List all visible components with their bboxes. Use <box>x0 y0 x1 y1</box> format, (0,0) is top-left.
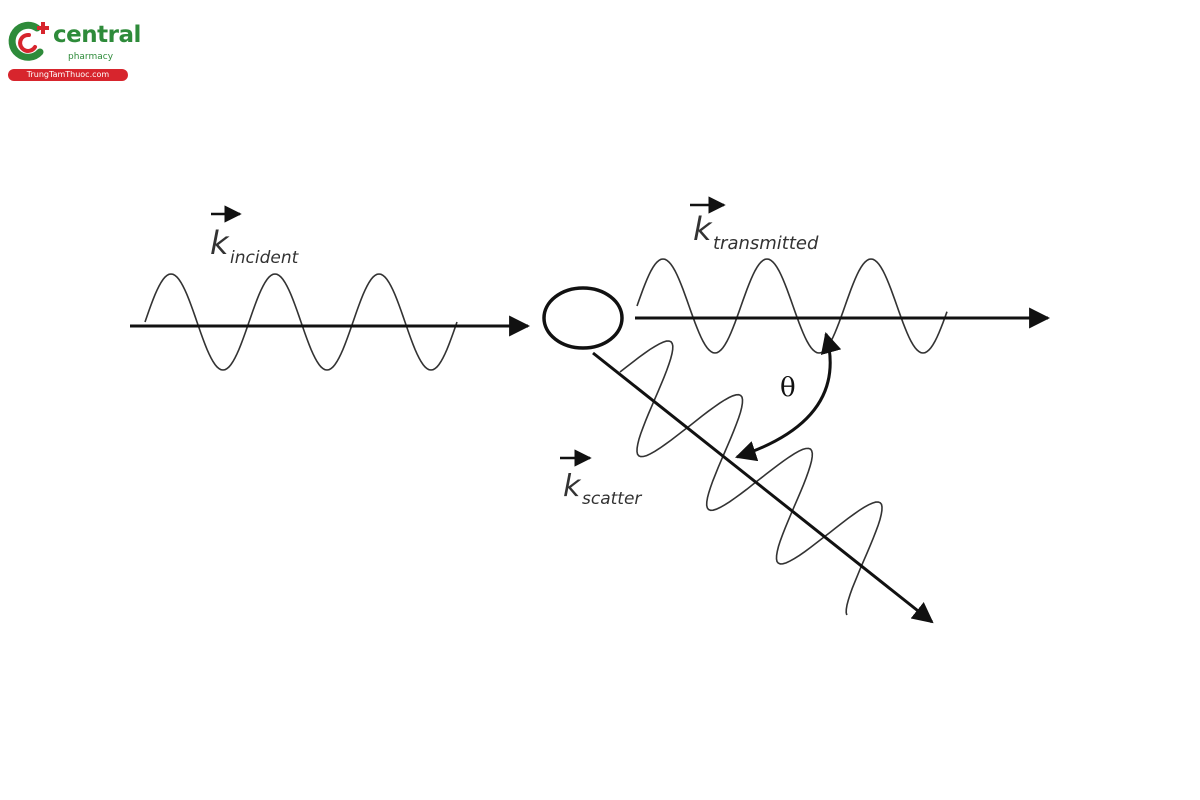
k-incident-subscript: incident <box>230 248 300 268</box>
scatterer-particle <box>542 286 624 350</box>
angle-theta-label: θ <box>780 373 796 403</box>
incident-wave <box>144 273 458 371</box>
k-scatter-label: k scatter <box>560 449 642 509</box>
central-pharmacy-logo: central pharmacy TrungTamThuoc.com <box>6 20 141 84</box>
k-incident-symbol: k <box>210 224 230 262</box>
k-transmitted-symbol: k <box>693 210 713 248</box>
k-incident-label: k incident <box>210 205 300 268</box>
scattered-ray-arrow <box>592 351 934 624</box>
k-transmitted-label: k transmitted <box>690 196 819 254</box>
scattered-wave <box>619 340 883 616</box>
logo-site-bar: TrungTamThuoc.com <box>8 69 128 81</box>
k-scatter-subscript: scatter <box>582 489 642 509</box>
transmitted-wave <box>636 258 948 354</box>
scattering-angle-arc <box>735 331 842 462</box>
k-transmitted-subscript: transmitted <box>713 233 819 254</box>
logo-brand-name: central <box>53 22 141 48</box>
k-scatter-symbol: k <box>563 469 582 504</box>
logo-brand-subtitle: pharmacy <box>68 52 114 62</box>
logo-c-mark-icon <box>8 21 49 61</box>
